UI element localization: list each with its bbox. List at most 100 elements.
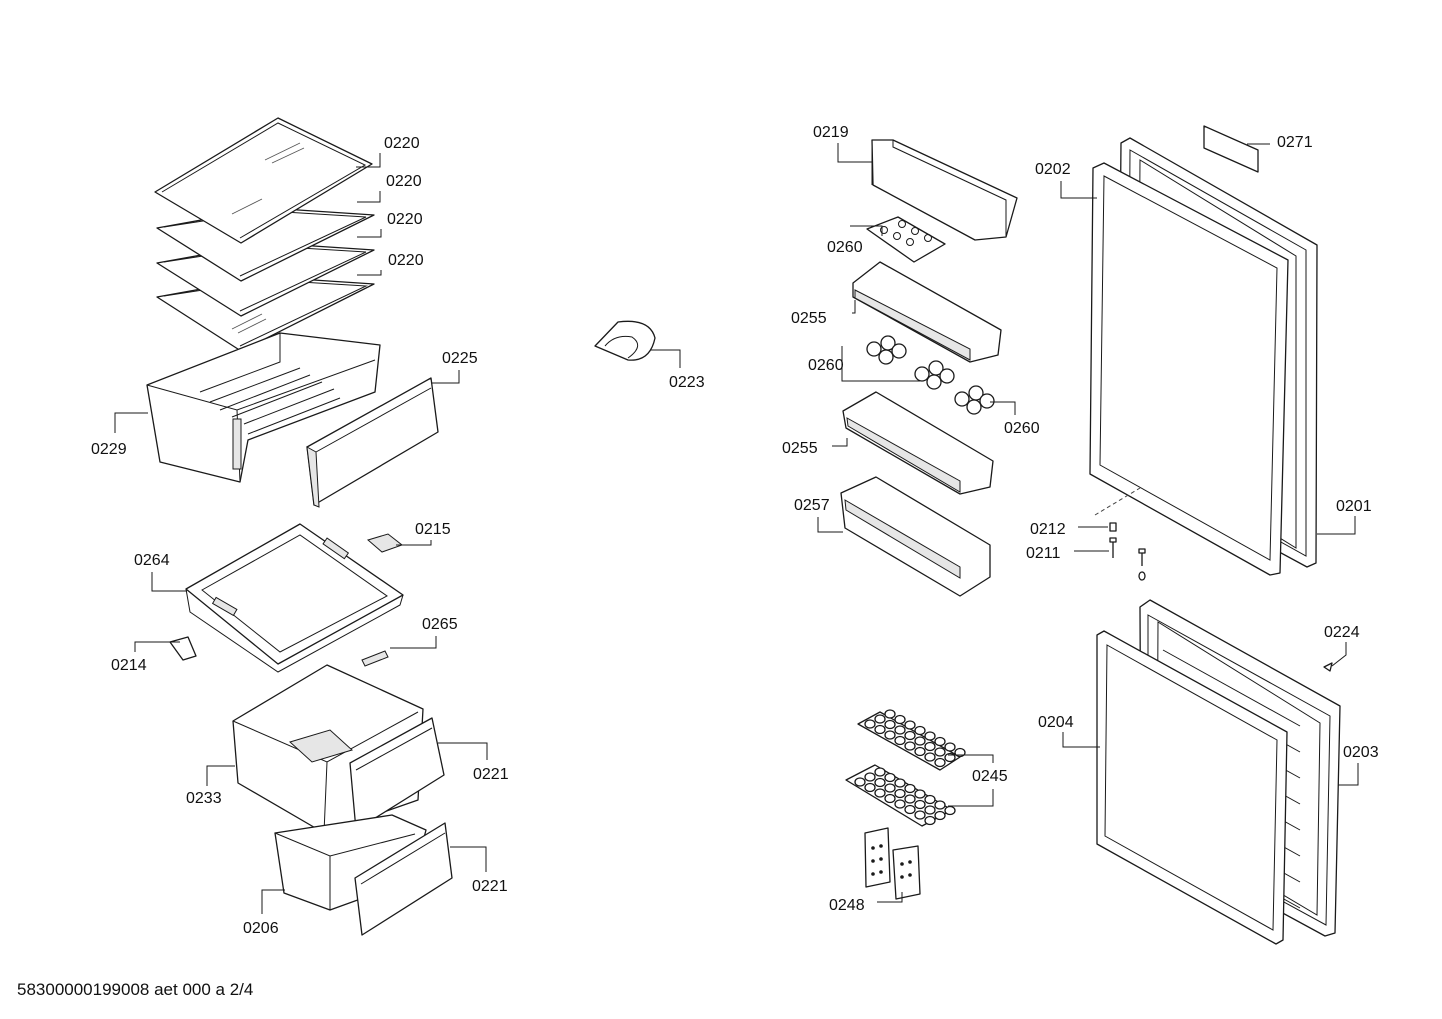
egg-tray-0260-a: [866, 216, 946, 263]
leader-lines: [114, 143, 1359, 914]
label-label-0271: 0271: [1277, 134, 1313, 151]
label-door-rack-0255-b: 0255: [782, 440, 818, 457]
ice-cell: [924, 731, 936, 741]
ice-cell: [914, 736, 926, 746]
label-shelf-4: 0220: [388, 252, 424, 269]
ice-cell: [904, 783, 916, 794]
egg-tray-0260-c: [914, 360, 955, 390]
ice-cell: [914, 810, 926, 820]
fridge-gasket-0202: [1089, 162, 1289, 576]
ice-cell: [904, 741, 916, 751]
ice-cell: [864, 719, 876, 729]
glass-shelf-1: [154, 117, 373, 244]
label-clip-0214: 0214: [111, 657, 147, 674]
ice-cell: [894, 725, 906, 735]
ice-cell: [904, 730, 916, 741]
label-shelf-1: 0220: [384, 135, 420, 152]
ice-cell: [894, 799, 906, 809]
label-holder-0215: 0215: [415, 521, 451, 538]
label-cover-0225: 0225: [442, 350, 478, 367]
label-drawer-0264: 0264: [134, 552, 170, 569]
label-hinge-pin-0224: 0224: [1324, 624, 1360, 641]
ice-cell: [924, 752, 936, 762]
part-0223: [594, 320, 656, 361]
ice-cell: [924, 794, 936, 805]
ice-cell: [884, 719, 896, 730]
document-id: 58300000199008 aet 000 a 2/4: [17, 980, 254, 999]
strip-0265: [361, 650, 389, 667]
ice-cell: [934, 736, 946, 747]
ice-cell: [914, 725, 926, 736]
ice-cell: [874, 767, 886, 777]
ice-cell: [874, 777, 886, 788]
hinge-pin-0224: [1323, 662, 1333, 672]
label-container-0229: 0229: [91, 441, 127, 458]
ice-cell: [914, 789, 926, 799]
freezer-drawer-0264: [185, 523, 404, 673]
label-egg-tray-0260-c: 0260: [1004, 420, 1040, 437]
ice-cell: [904, 794, 916, 804]
ice-cell: [884, 783, 896, 793]
ice-cell: [934, 757, 946, 768]
ice-cell: [934, 747, 946, 757]
ice-cell: [914, 746, 926, 757]
bottle-shelf-0219: [871, 139, 1018, 241]
label-strip-0265: 0265: [422, 616, 458, 633]
ice-cell: [894, 778, 906, 788]
label-gasket-0202: 0202: [1035, 161, 1071, 178]
ice-cell: [904, 804, 916, 815]
label-door-rack-0255-a: 0255: [791, 310, 827, 327]
ice-cell: [884, 730, 896, 740]
screw-0211-b: [1138, 548, 1146, 581]
ice-cell: [864, 782, 876, 793]
part-labels: 0220 0220 0220 0220 0229 0225 0223 0215 …: [91, 124, 1379, 937]
ice-cell: [894, 788, 906, 799]
pin-0212: [1109, 522, 1117, 532]
door-rack-0255-b: [842, 391, 994, 495]
ice-cell: [944, 805, 956, 816]
clip-0214: [169, 636, 197, 661]
label-0271: [1203, 125, 1259, 173]
egg-tray-0260-d: [954, 385, 995, 415]
door-rib: [1162, 649, 1301, 727]
door-rack-0255-a: [852, 261, 1002, 363]
ice-tray-0245-top: [857, 709, 966, 771]
crisper-cover: [306, 377, 439, 508]
ice-cell: [874, 724, 886, 735]
label-front-0221-lower: 0221: [472, 878, 508, 895]
ice-cell: [874, 788, 886, 798]
drawer-front-upper: [349, 717, 445, 831]
crisper-container: [146, 332, 381, 483]
label-door-rack-0257: 0257: [794, 497, 830, 514]
label-drawer-0233: 0233: [186, 790, 222, 807]
ice-cell: [854, 777, 866, 787]
label-part-0223: 0223: [669, 374, 705, 391]
drawer-front-lower: [354, 822, 453, 936]
ice-cell: [884, 709, 896, 719]
egg-tray-0260-b: [866, 335, 907, 365]
freezer-gasket-0204: [1096, 630, 1288, 945]
screw-0211: [1109, 537, 1117, 558]
ice-cell: [944, 742, 956, 752]
label-egg-tray-0260-a: 0260: [827, 239, 863, 256]
label-cold-pack-0248: 0248: [829, 897, 865, 914]
ice-cell: [924, 805, 936, 815]
label-door-0201: 0201: [1336, 498, 1372, 515]
ice-cell: [874, 714, 886, 724]
label-pin-0212: 0212: [1030, 521, 1066, 538]
ice-cell: [924, 815, 936, 826]
label-ice-tray-0245: 0245: [972, 768, 1008, 785]
ice-cell: [894, 735, 906, 746]
label-drawer-0206: 0206: [243, 920, 279, 937]
label-door-0203: 0203: [1343, 744, 1379, 761]
holder-0215: [366, 533, 404, 553]
label-egg-tray-0260-b: 0260: [808, 357, 844, 374]
ice-cell: [924, 741, 936, 752]
cold-pack-0248: [864, 827, 921, 900]
ice-cell: [884, 772, 896, 783]
ice-cell: [934, 810, 946, 821]
label-front-0221-upper: 0221: [473, 766, 509, 783]
assembly-line: [1094, 487, 1141, 516]
ice-cell: [884, 793, 896, 804]
